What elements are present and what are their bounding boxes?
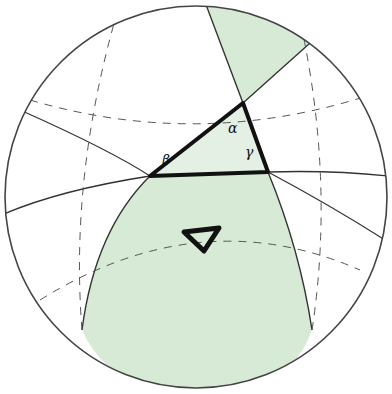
angle-label: β <box>162 153 170 167</box>
angle-label: α <box>228 121 237 135</box>
angle-label: γ <box>245 145 253 159</box>
